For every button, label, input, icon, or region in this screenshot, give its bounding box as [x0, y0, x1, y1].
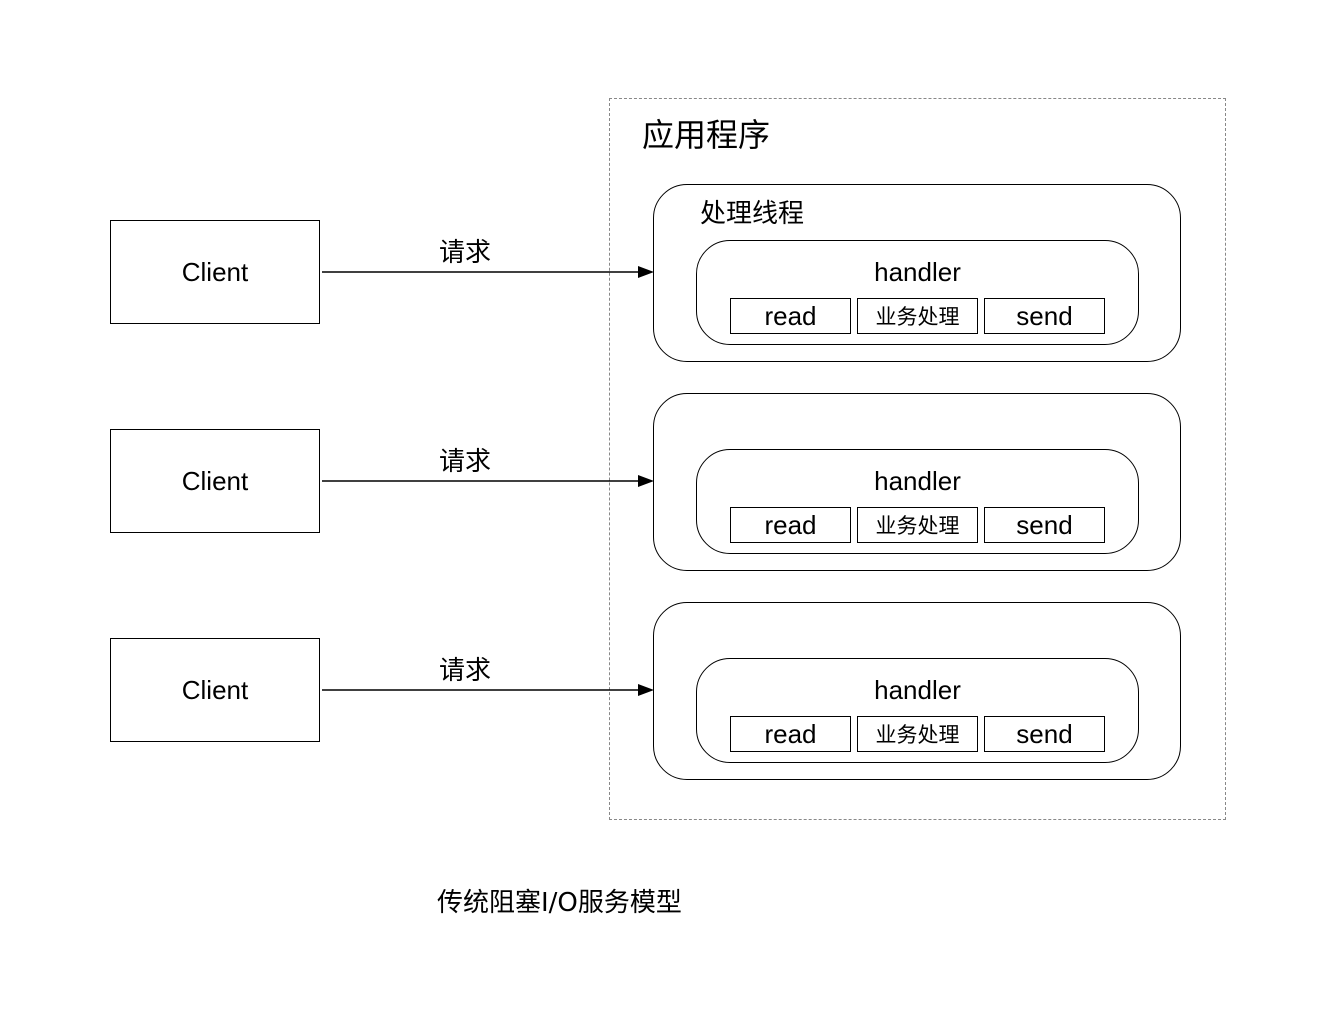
step-read: read: [730, 507, 851, 543]
request-label-2: 请求: [438, 447, 491, 477]
step-business-processing: 业务处理: [857, 298, 978, 334]
step-read: read: [730, 298, 851, 334]
request-arrow-1: [322, 266, 654, 278]
client-box-1: Client: [110, 220, 320, 324]
step-business-processing: 业务处理: [857, 507, 978, 543]
request-arrow-2: [322, 475, 654, 487]
thread-box-3: handler read 业务处理 send: [653, 602, 1181, 780]
step-send: send: [984, 507, 1105, 543]
step-business-processing: 业务处理: [857, 716, 978, 752]
request-arrow-3: [322, 684, 654, 696]
thread-title: 处理线程: [700, 199, 805, 229]
step-send: send: [984, 716, 1105, 752]
handler-box: handler read 业务处理 send: [696, 658, 1139, 763]
request-label-3: 请求: [438, 656, 491, 686]
application-container: [609, 98, 1226, 820]
step-send: send: [984, 298, 1105, 334]
handler-box: handler read 业务处理 send: [696, 449, 1139, 554]
step-read: read: [730, 716, 851, 752]
handler-title: handler: [874, 675, 961, 705]
request-label-1: 请求: [438, 238, 491, 268]
thread-box-2: handler read 业务处理 send: [653, 393, 1181, 571]
client-box-3: Client: [110, 638, 320, 742]
client-label: Client: [181, 256, 249, 287]
client-label: Client: [181, 465, 249, 496]
handler-box: handler read 业务处理 send: [696, 240, 1139, 345]
handler-title: handler: [874, 466, 961, 496]
client-box-2: Client: [110, 429, 320, 533]
handler-title: handler: [874, 257, 961, 287]
application-title: 应用程序: [642, 116, 771, 154]
thread-box-1: 处理线程 handler read 业务处理 send: [653, 184, 1181, 362]
client-label: Client: [181, 674, 249, 705]
diagram-caption: 传统阻塞I/O服务模型: [437, 888, 682, 918]
